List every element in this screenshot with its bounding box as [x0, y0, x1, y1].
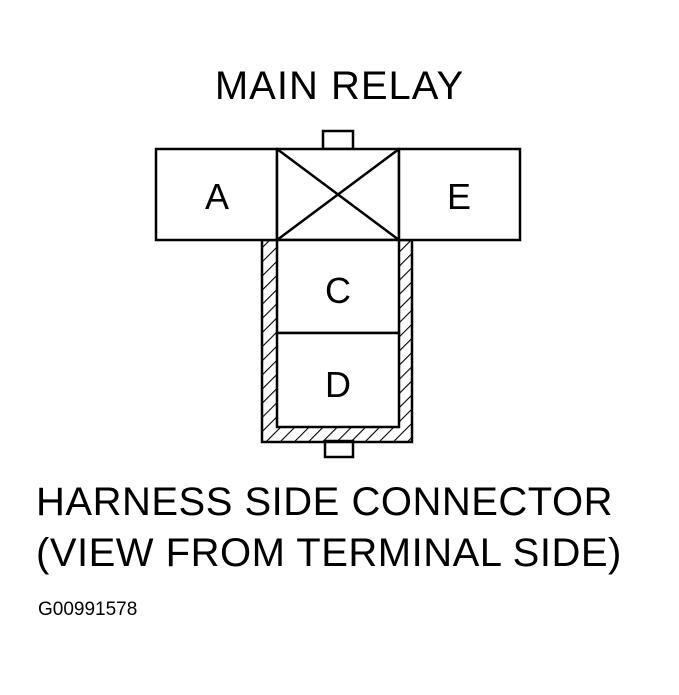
- top-lock-tab: [321, 129, 355, 151]
- terminal-d-cavity: [275, 331, 401, 429]
- caption-line-2: (VIEW FROM TERMINAL SIDE): [36, 531, 622, 575]
- blank-cavity: [275, 147, 401, 242]
- figure-id: G00991578: [38, 599, 138, 620]
- bottom-lock-tab: [323, 439, 355, 459]
- caption-line-1: HARNESS SIDE CONNECTOR: [36, 480, 614, 524]
- terminal-e-label: E: [447, 176, 471, 217]
- terminal-d-label: D: [325, 364, 351, 405]
- terminal-a-label: A: [205, 176, 229, 217]
- terminal-c-label: C: [325, 270, 351, 311]
- terminal-e-cavity: [397, 147, 522, 242]
- diagram-title: MAIN RELAY: [214, 64, 465, 108]
- terminal-c-cavity: [275, 238, 401, 335]
